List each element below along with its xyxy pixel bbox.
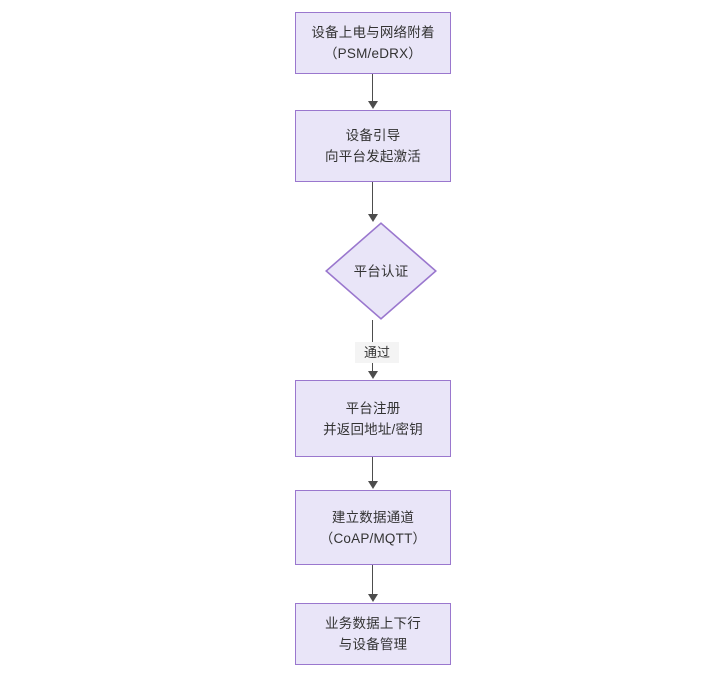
flow-node-platform-auth[interactable]: 平台认证 — [325, 222, 437, 320]
flow-connector-power-on-to-bootstrap — [372, 74, 374, 102]
flow-node-service-data-line-1: 业务数据上下行 — [325, 616, 421, 631]
flow-arrowhead-platform-auth-to-register — [368, 371, 378, 379]
flow-node-service-data[interactable]: 业务数据上下行 与设备管理 — [295, 603, 451, 665]
flow-connector-bootstrap-to-platform-auth — [372, 182, 374, 215]
flow-connector-register-to-data-channel — [372, 457, 374, 482]
flow-node-power-on-line-1: 设备上电与网络附着 — [311, 25, 435, 40]
flow-node-power-on-line-2: （PSM/eDRX） — [323, 46, 423, 61]
flow-node-platform-register-line-1: 平台注册 — [345, 400, 401, 416]
flow-node-power-on[interactable]: 设备上电与网络附着 （PSM/eDRX） — [295, 12, 451, 74]
flow-arrowhead-data-channel-to-service-data — [368, 594, 378, 602]
flow-node-data-channel-line-2: （CoAP/MQTT） — [319, 530, 427, 546]
flow-arrowhead-bootstrap-to-platform-auth — [368, 214, 378, 222]
flow-edge-label-pass: 通过 — [355, 342, 399, 363]
flow-node-service-data-line-2: 与设备管理 — [338, 637, 408, 652]
flow-node-data-channel-line-1: 建立数据通道 — [331, 509, 415, 525]
flow-node-bootstrap[interactable]: 设备引导 向平台发起激活 — [295, 110, 451, 182]
flow-node-platform-auth-label: 平台认证 — [353, 263, 409, 279]
flow-arrowhead-power-on-to-bootstrap — [368, 101, 378, 109]
flow-connector-data-channel-to-service-data — [372, 565, 374, 594]
flow-node-bootstrap-line-1: 设备引导 — [345, 128, 401, 143]
flow-node-bootstrap-line-2: 向平台发起激活 — [325, 149, 421, 164]
flow-node-platform-register[interactable]: 平台注册 并返回地址/密钥 — [295, 380, 451, 457]
flow-node-platform-register-line-2: 并返回地址/密钥 — [323, 421, 423, 437]
flow-node-data-channel[interactable]: 建立数据通道 （CoAP/MQTT） — [295, 490, 451, 565]
flow-arrowhead-register-to-data-channel — [368, 481, 378, 489]
diamond-shape-icon — [325, 222, 437, 320]
